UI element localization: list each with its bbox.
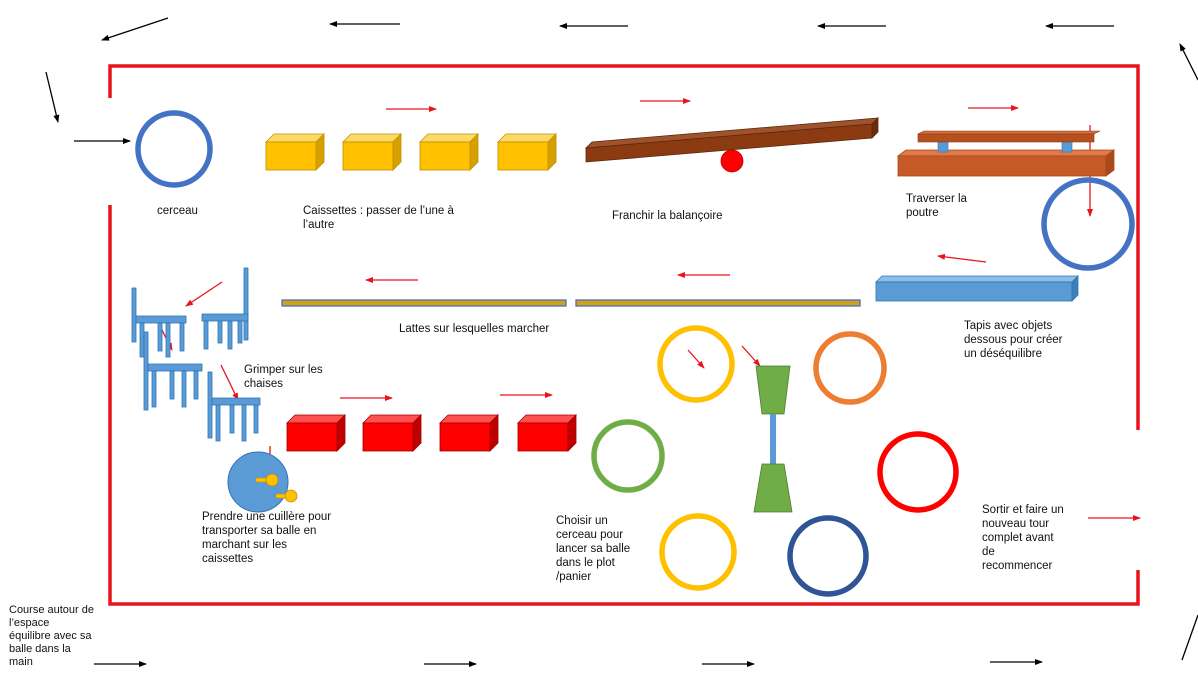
course-border (108, 64, 1140, 606)
ring-navy (787, 515, 869, 597)
yellow-boxes (265, 133, 557, 171)
label-mat: Tapis avec objets dessous pour créer un … (964, 320, 1063, 360)
outer-run-arrows (45, 17, 1198, 667)
walking-slats (281, 299, 861, 307)
yellow-box (419, 133, 479, 171)
unstable-mat (875, 275, 1079, 302)
yellow-box (497, 133, 557, 171)
label-chairs: Grimper sur les chaises (244, 364, 323, 390)
label-seesaw: Franchir la balançoire (612, 210, 723, 222)
yellow-box (342, 133, 402, 171)
red-box (362, 414, 422, 452)
yellow-box (265, 133, 325, 171)
target-post (753, 365, 793, 513)
ring-orange (813, 331, 887, 405)
seesaw (584, 117, 880, 173)
label-run: Course autour de l’espace équilibre avec… (9, 604, 94, 668)
spoon-ball (265, 473, 279, 487)
start-hoop (135, 110, 213, 188)
chair (143, 331, 203, 411)
balance-beam (896, 130, 1116, 177)
target-rings (591, 325, 959, 597)
spoon-station (227, 451, 298, 513)
ring-yellow-top (657, 325, 735, 403)
chairs (131, 267, 261, 442)
label-exit: Sortir et faire un nouveau tour complet … (982, 504, 1064, 572)
label-hoop: cerceau (157, 205, 198, 217)
red-box (286, 414, 346, 452)
red-box (517, 414, 577, 452)
red-box (439, 414, 499, 452)
label-boxes: Caissettes : passer de l’une à l’autre (303, 205, 454, 231)
chair (207, 371, 261, 442)
spoon-ball (284, 489, 298, 503)
ring-green (591, 419, 665, 493)
label-spoon: Prendre une cuillère pour transporter sa… (202, 511, 332, 565)
seesaw-pivot-ball (720, 149, 744, 173)
label-target: Choisir un cerceau pour lancer sa balle … (556, 515, 631, 583)
chair (131, 287, 187, 358)
red-boxes (286, 414, 577, 452)
chair (201, 267, 249, 350)
label-slats: Lattes sur lesquelles marcher (399, 323, 550, 335)
ring-yellow-bottom (659, 513, 737, 591)
ring-red (877, 431, 959, 513)
label-beam: Traverser la poutre (906, 193, 967, 219)
right-hoop (1041, 177, 1135, 271)
